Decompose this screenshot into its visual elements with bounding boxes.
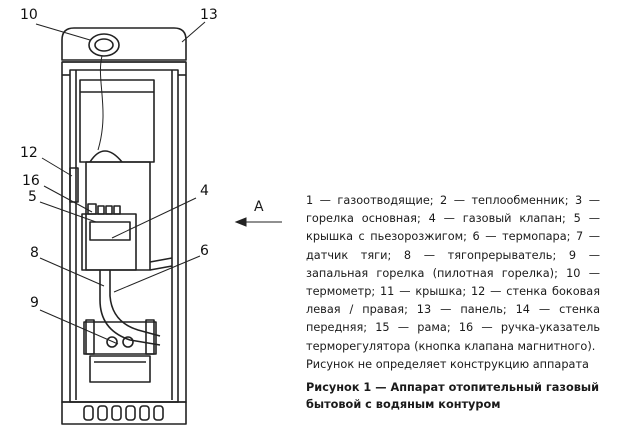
draft-breaker xyxy=(89,150,123,163)
callout-6: 6 xyxy=(200,243,209,259)
callout-12: 12 xyxy=(20,145,38,161)
main-burner xyxy=(83,321,157,355)
legend-note: Рисунок не определяет конструкцию аппара… xyxy=(306,357,589,371)
callout-5: 5 xyxy=(28,189,37,205)
boiler-drawing xyxy=(35,21,282,425)
legend-text: 1 — газоотводящие; 2 — теплообменник; 3 … xyxy=(306,194,600,353)
callout-4: 4 xyxy=(200,183,209,199)
top-panel xyxy=(61,27,187,61)
burner-box xyxy=(89,355,151,383)
frame xyxy=(61,401,187,425)
legend: 1 — газоотводящие; 2 — теплообменник; 3 … xyxy=(306,192,600,374)
callout-8: 8 xyxy=(30,245,39,261)
view-arrow-label: A xyxy=(254,199,264,215)
figure-caption: Рисунок 1 — Аппарат отопительный газовый… xyxy=(306,381,600,411)
callout-9: 9 xyxy=(30,295,39,311)
callout-10: 10 xyxy=(20,7,38,23)
callout-16: 16 xyxy=(22,173,40,189)
thermometer xyxy=(88,33,120,57)
callout-13: 13 xyxy=(200,7,218,23)
gas-pipe xyxy=(99,270,161,346)
